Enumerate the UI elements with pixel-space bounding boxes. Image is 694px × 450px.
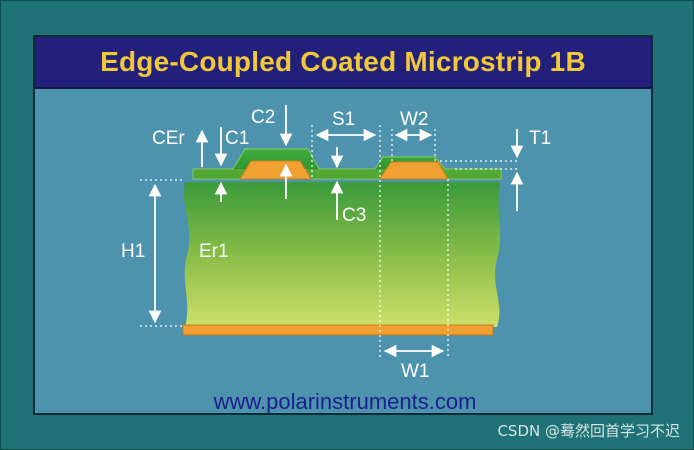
- label-s1: S1: [332, 109, 355, 130]
- title-bar: Edge-Coupled Coated Microstrip 1B: [35, 37, 651, 89]
- guide-lines: [140, 125, 517, 357]
- conductor-right: [379, 161, 449, 180]
- substrate: [183, 182, 501, 327]
- substrate-surface: [193, 169, 501, 179]
- label-c2: C2: [251, 107, 275, 128]
- label-h1: H1: [121, 241, 145, 262]
- label-w1: W1: [401, 361, 430, 382]
- label-w2: W2: [400, 109, 429, 130]
- conductor-left: [239, 160, 312, 180]
- label-c3: C3: [342, 205, 366, 226]
- diagram-title: Edge-Coupled Coated Microstrip 1B: [100, 46, 586, 77]
- label-er1: Er1: [199, 241, 229, 262]
- watermark: CSDN @蓦然回首学习不迟: [497, 422, 680, 440]
- microstrip-diagram: CEr C1 C2 C3 S1 W2 T1 H1 Er1 W1: [121, 105, 551, 382]
- label-t1: T1: [529, 128, 551, 149]
- label-c1: C1: [225, 128, 249, 149]
- label-cer: CEr: [152, 128, 185, 149]
- ground-plane: [182, 324, 494, 336]
- diagram-panel: Edge-Coupled Coated Microstrip 1B: [33, 35, 653, 415]
- website-link[interactable]: www.polarinstruments.com: [213, 389, 477, 414]
